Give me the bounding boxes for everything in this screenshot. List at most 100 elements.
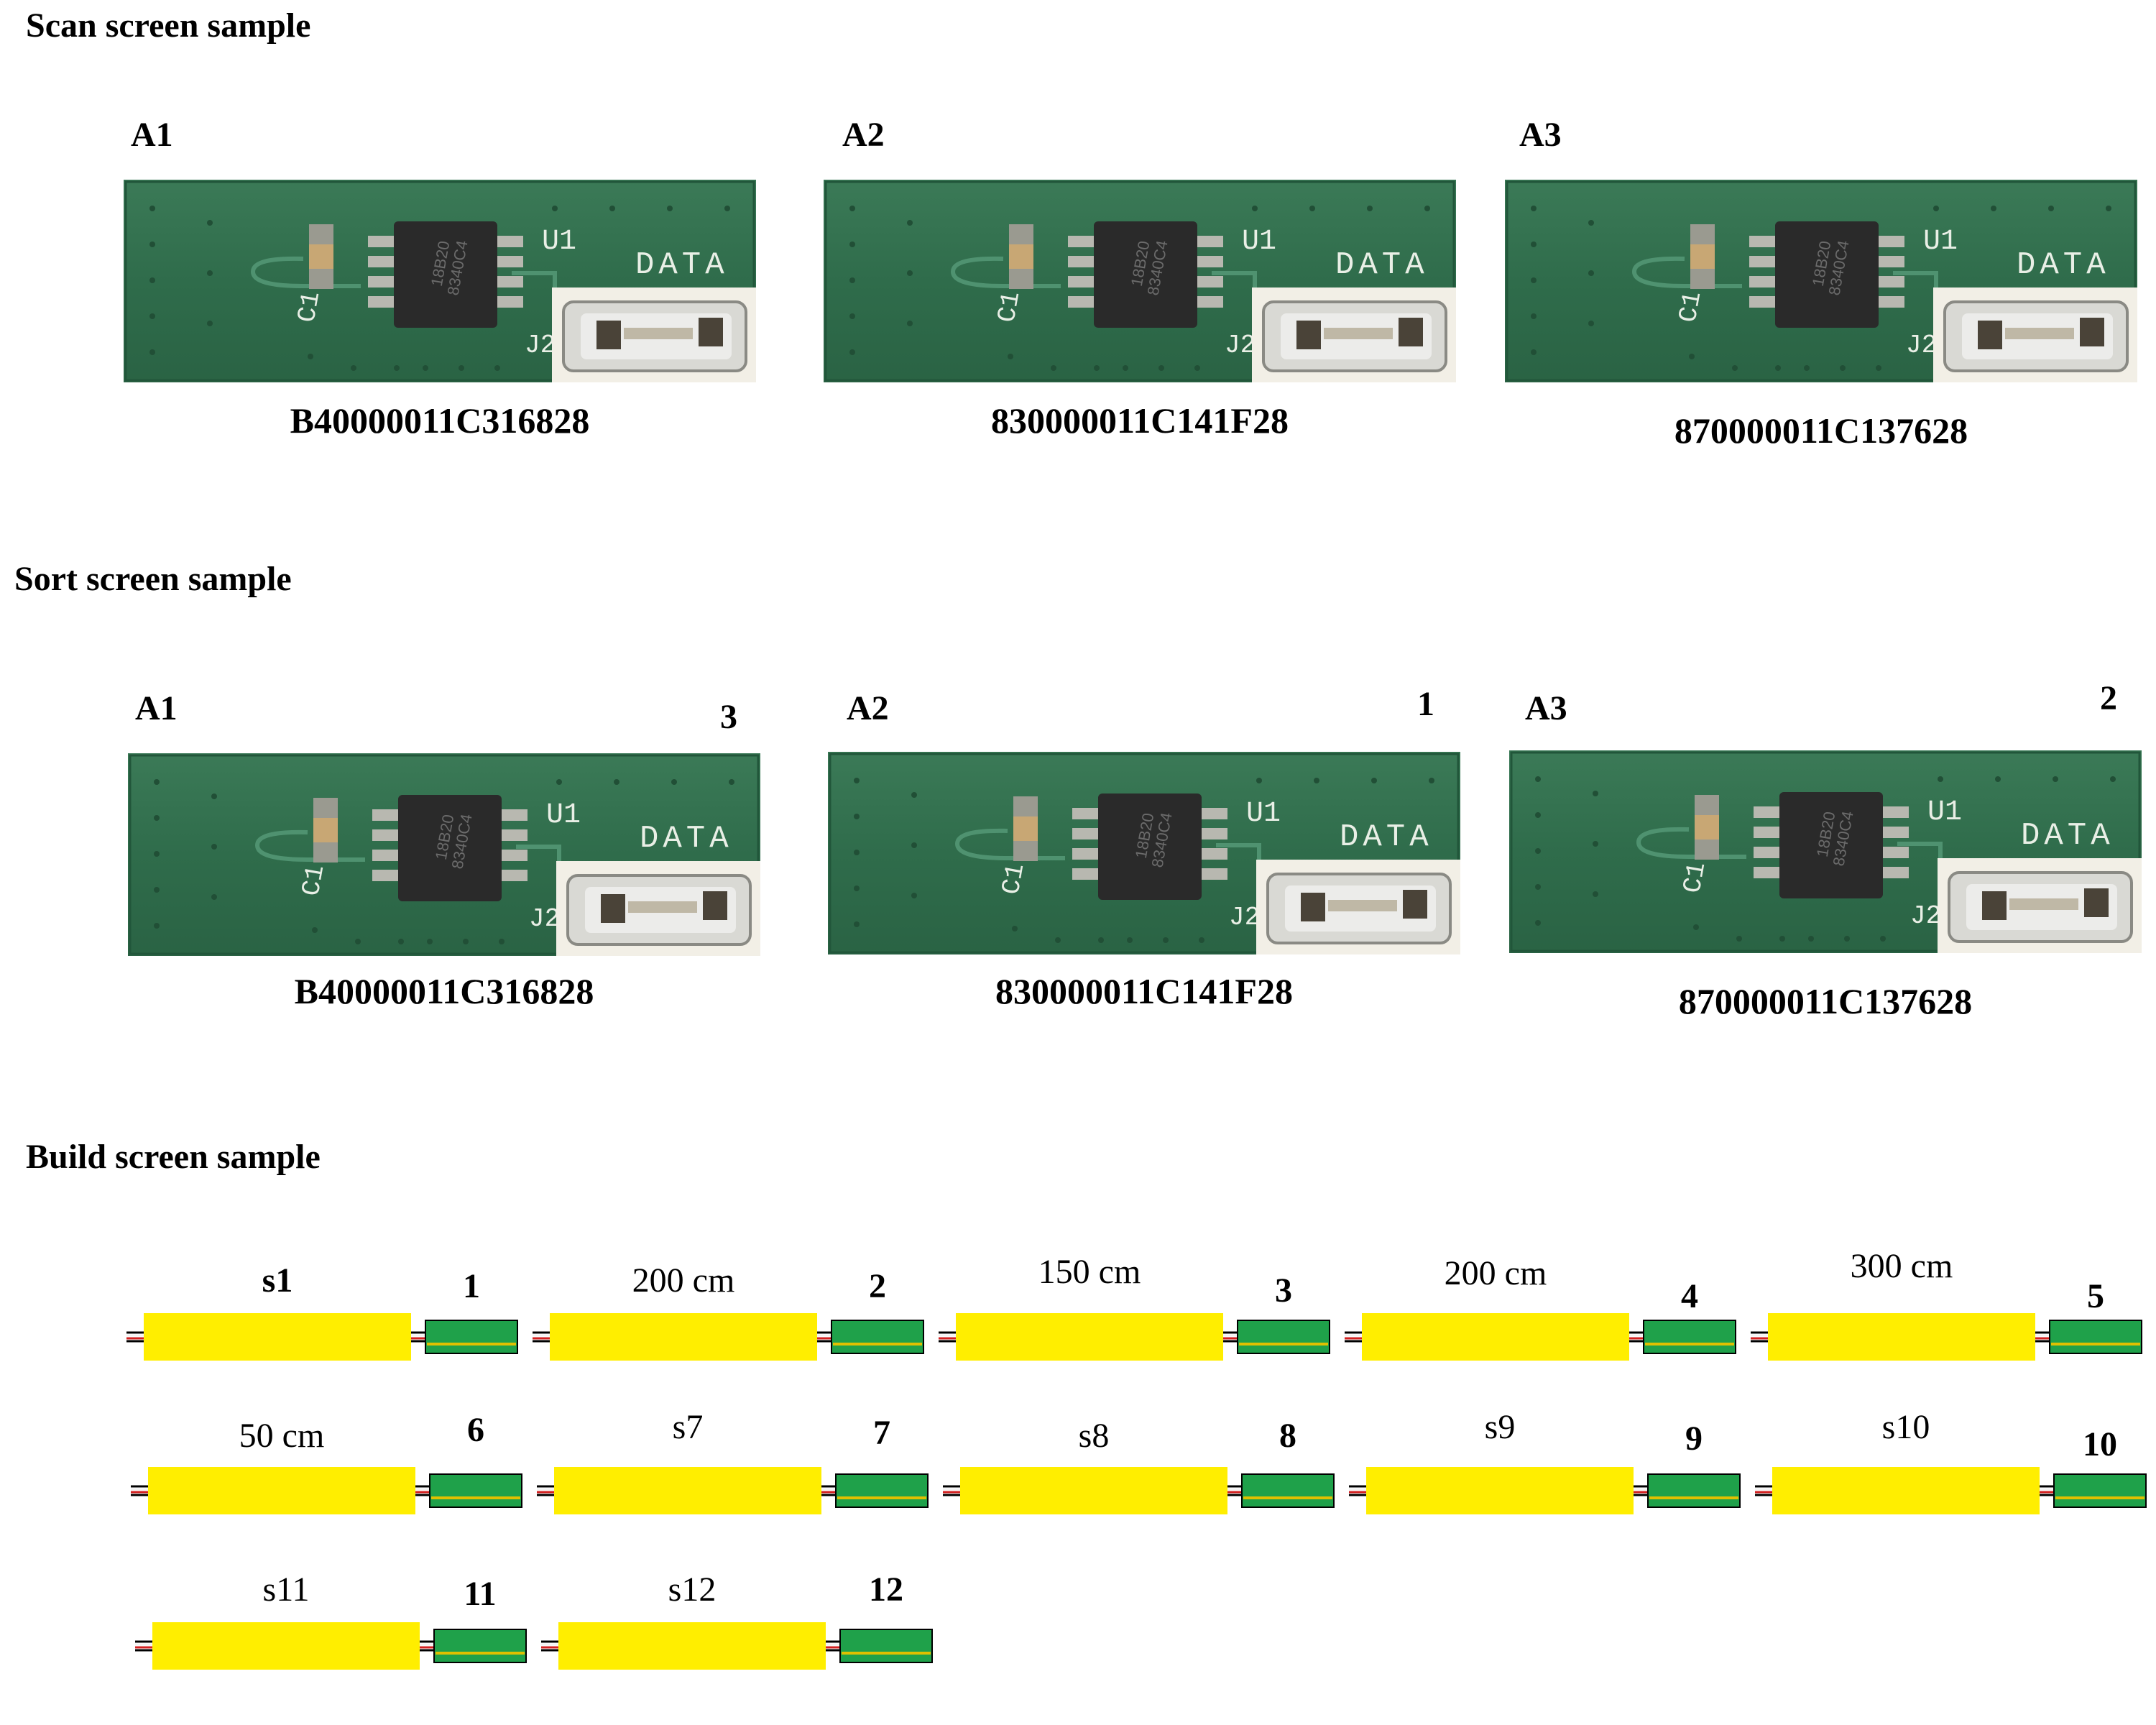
sensor-node[interactable] — [2053, 1473, 2147, 1508]
sensor-node-stripe — [833, 1343, 922, 1346]
scan-board-a3: 18B20 8340C4 U1 DATA C1 J2 — [1505, 180, 2137, 382]
sort-section-title: Sort screen sample — [14, 560, 292, 598]
capacitor-pad — [309, 224, 333, 244]
sensor-node[interactable] — [425, 1320, 518, 1354]
segment-label: s10 — [1881, 1408, 1930, 1446]
scan-section-title: Scan screen sample — [26, 6, 311, 45]
silkscreen-j2: J2 — [1910, 901, 1941, 931]
scan-card-label-a2: A2 — [842, 116, 885, 154]
segment-label: s7 — [672, 1408, 704, 1446]
segment-label: 200 cm — [1444, 1254, 1547, 1292]
capacitor-pad — [1690, 224, 1715, 244]
sensor-node-label: 5 — [2087, 1277, 2104, 1315]
sensor-node-stripe — [431, 1496, 520, 1499]
sensor-node-stripe — [1645, 1343, 1734, 1346]
sort-card-label-a2: A2 — [847, 689, 889, 727]
sensor-node[interactable] — [1643, 1320, 1736, 1354]
cable-segment[interactable] — [148, 1467, 415, 1514]
cable-lead-in — [939, 1331, 956, 1343]
sensor-node[interactable] — [1241, 1473, 1335, 1508]
sensor-node[interactable] — [1237, 1320, 1330, 1354]
segment-label: 150 cm — [1038, 1253, 1141, 1291]
sensor-chip — [394, 221, 497, 328]
scan-board-a2: 18B20 8340C4 U1 DATA C1 J2 — [824, 180, 1456, 382]
cable-segment[interactable] — [1768, 1313, 2035, 1361]
cable-lead-out — [415, 1485, 430, 1496]
silkscreen-j2: J2 — [1906, 331, 1937, 360]
silkscreen-j2: J2 — [525, 331, 556, 360]
sensor-node-stripe — [427, 1343, 516, 1346]
cable-segment[interactable] — [1362, 1313, 1629, 1361]
scan-serial-a1: B40000011C316828 — [290, 400, 590, 441]
cable-lead-out — [1223, 1331, 1238, 1343]
cable-segment[interactable] — [960, 1467, 1227, 1514]
sensor-node-stripe — [2051, 1343, 2140, 1346]
cable-lead-in — [131, 1485, 148, 1496]
cable-segment[interactable] — [1772, 1467, 2040, 1514]
sensor-node-stripe — [1239, 1343, 1328, 1346]
sensor-node-stripe — [436, 1652, 525, 1655]
segment-label: s9 — [1484, 1408, 1516, 1446]
silkscreen-u1: U1 — [542, 226, 576, 258]
cable-lead-out — [1629, 1331, 1644, 1343]
scan-serial-a2: 830000011C141F28 — [991, 400, 1289, 441]
sensor-node[interactable] — [429, 1473, 522, 1508]
silkscreen-data: DATA — [1335, 247, 1429, 283]
scan-serial-a3: 870000011C137628 — [1674, 410, 1968, 451]
silkscreen-u1: U1 — [546, 799, 581, 832]
sensor-chip — [1094, 221, 1197, 328]
segment-label: s8 — [1078, 1417, 1110, 1455]
sensor-node-label: 8 — [1279, 1417, 1296, 1455]
cable-lead-out — [1227, 1485, 1242, 1496]
silkscreen-u1: U1 — [1246, 798, 1281, 830]
cable-lead-out — [817, 1331, 831, 1343]
sensor-chip — [398, 795, 502, 901]
capacitor-pad — [1009, 224, 1033, 244]
sensor-node[interactable] — [831, 1320, 924, 1354]
cable-segment[interactable] — [550, 1313, 817, 1361]
capacitor-pad — [1013, 796, 1038, 816]
sensor-chip — [1779, 792, 1883, 898]
cable-segment[interactable] — [144, 1313, 411, 1361]
sensor-node[interactable] — [2049, 1320, 2142, 1354]
sensor-node-label: 1 — [463, 1267, 480, 1305]
sensor-chip — [1098, 794, 1202, 900]
sensor-node[interactable] — [835, 1473, 929, 1508]
segment-label: s11 — [262, 1570, 310, 1609]
cable-lead-out — [821, 1485, 836, 1496]
cable-segment[interactable] — [1366, 1467, 1634, 1514]
sensor-node-label: 12 — [869, 1570, 903, 1609]
sensor-node[interactable] — [433, 1629, 527, 1663]
silkscreen-data: DATA — [1340, 819, 1433, 855]
cable-segment[interactable] — [554, 1467, 821, 1514]
capacitor-pad — [313, 798, 338, 818]
sensor-node-label: 2 — [869, 1267, 886, 1305]
sensor-node[interactable] — [1647, 1473, 1741, 1508]
sensor-node-stripe — [1649, 1496, 1738, 1499]
cable-lead-in — [533, 1331, 550, 1343]
scan-card-label-a3: A3 — [1519, 116, 1562, 154]
scan-board-a1: 18B20 8340C4 U1 DATA C1 J2 — [124, 180, 756, 382]
sensor-node-stripe — [837, 1496, 926, 1499]
silkscreen-j2: J2 — [1229, 903, 1260, 932]
cable-lead-in — [1755, 1485, 1772, 1496]
sensor-node-stripe — [842, 1652, 931, 1655]
sort-board-a2: 18B20 8340C4 U1 DATA C1 J2 — [828, 752, 1460, 954]
sort-serial-a2: 830000011C141F28 — [995, 971, 1293, 1011]
silkscreen-data: DATA — [2017, 247, 2110, 283]
cable-lead-in — [135, 1640, 152, 1652]
cable-segment[interactable] — [558, 1622, 826, 1670]
sensor-node-label: 9 — [1685, 1420, 1703, 1458]
sensor-node[interactable] — [839, 1629, 933, 1663]
sensor-node-label: 10 — [2083, 1425, 2117, 1463]
cable-segment[interactable] — [956, 1313, 1223, 1361]
silkscreen-c1: C1 — [296, 862, 331, 898]
cable-segment[interactable] — [152, 1622, 420, 1670]
segment-label: s1 — [262, 1261, 293, 1300]
segment-label: s12 — [668, 1570, 717, 1609]
scan-card-label-a1: A1 — [131, 116, 173, 154]
build-section-title: Build screen sample — [26, 1138, 321, 1176]
silkscreen-u1: U1 — [1242, 226, 1276, 258]
